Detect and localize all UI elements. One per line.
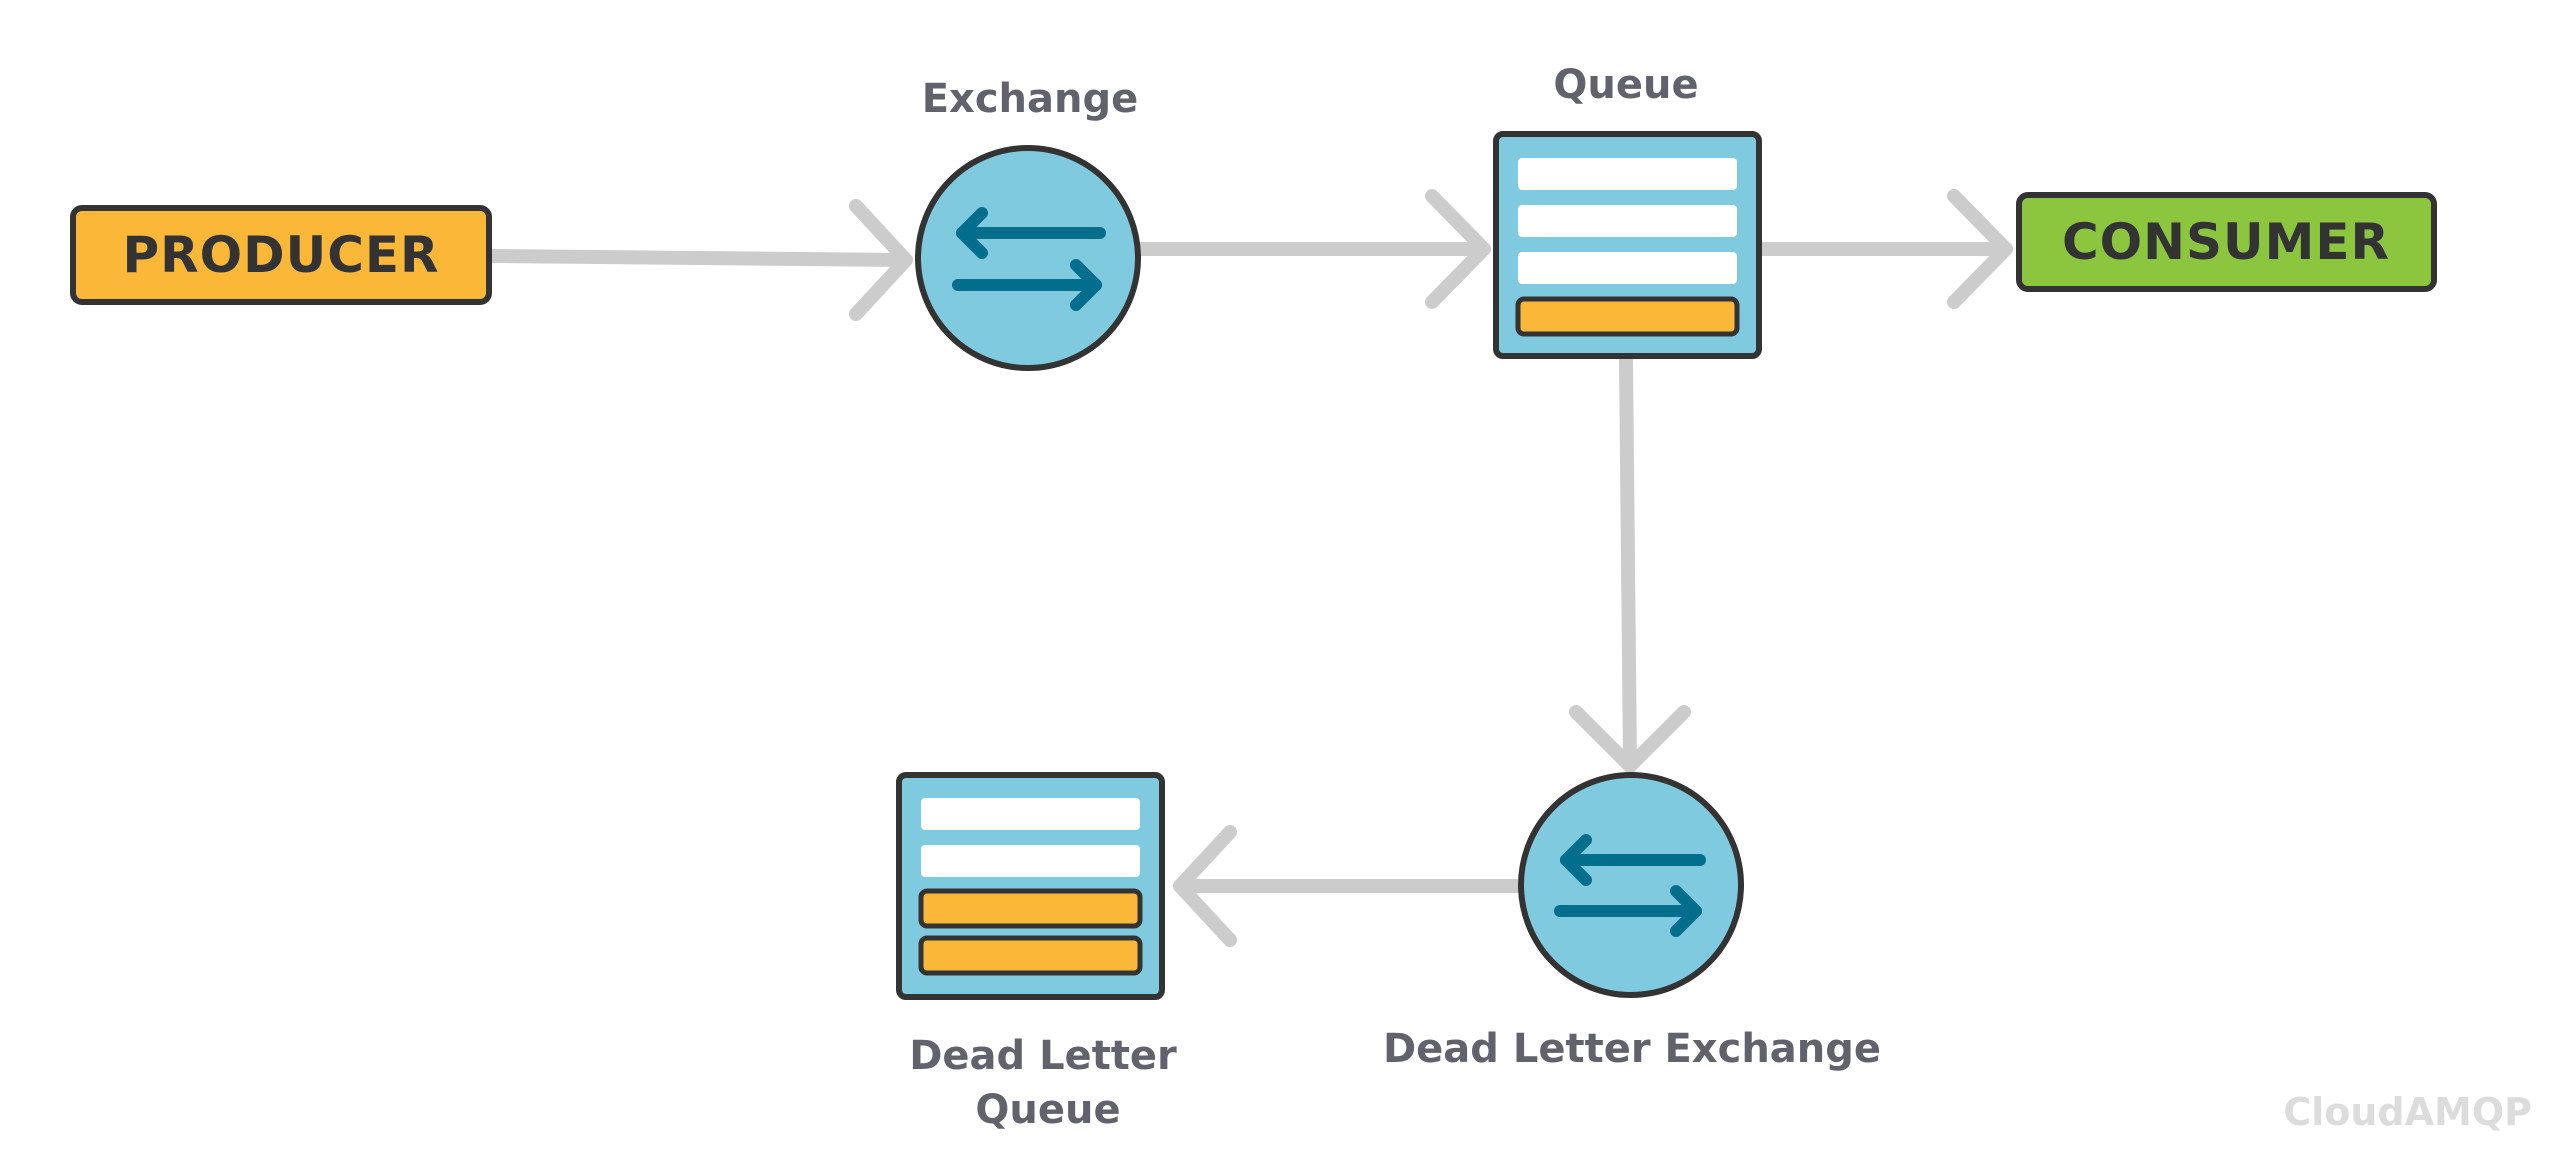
arrow-queue-to-dead-letter-exchange xyxy=(1569,353,1691,773)
arrow-dlx-to-dead-letter-queue xyxy=(1173,825,1525,947)
swap-arrows-icon xyxy=(1554,834,1706,937)
arrow-queue-to-consumer xyxy=(1755,189,2013,309)
exchange-label: Exchange xyxy=(922,76,1139,122)
exchange-node: Exchange xyxy=(915,76,1141,371)
swap-arrows-icon xyxy=(952,207,1106,311)
dead-letter-queue-dead-message xyxy=(918,935,1143,976)
exchange-circle xyxy=(915,145,1141,371)
dead-letter-queue-label-line2: Queue xyxy=(975,1087,1120,1133)
producer-label: PRODUCER xyxy=(122,226,439,284)
queue-message-slot xyxy=(1518,252,1737,284)
queue-message-slot xyxy=(1518,158,1737,190)
dead-letter-queue-message-slot xyxy=(921,845,1140,877)
dead-letter-queue-dead-message xyxy=(918,888,1143,929)
arrow-producer-to-exchange xyxy=(485,199,913,321)
dead-letter-queue-label-line1: Dead Letter xyxy=(909,1033,1177,1079)
dead-letter-queue-node: Dead Letter Queue xyxy=(896,772,1177,1133)
consumer-box xyxy=(2016,192,2437,292)
queue-message-slot xyxy=(1518,205,1737,237)
dead-letter-queue-message-slot xyxy=(921,798,1140,830)
queue-label: Queue xyxy=(1553,62,1698,108)
connectors xyxy=(485,189,2013,947)
producer-box xyxy=(70,205,492,305)
consumer-label: CONSUMER xyxy=(2062,213,2390,271)
arrow-exchange-to-queue xyxy=(1135,189,1491,309)
dead-letter-exchange-label: Dead Letter Exchange xyxy=(1383,1026,1881,1072)
queue-dead-message xyxy=(1515,296,1740,337)
dead-letter-exchange-circle xyxy=(1518,772,1744,998)
producer-node: PRODUCER xyxy=(70,205,492,305)
queue-node: Queue xyxy=(1493,62,1762,359)
dead-letter-exchange-node: Dead Letter Exchange xyxy=(1383,772,1881,1072)
cloudamqp-logo: CloudAMQP xyxy=(2283,1090,2532,1134)
consumer-node: CONSUMER xyxy=(2016,192,2437,292)
